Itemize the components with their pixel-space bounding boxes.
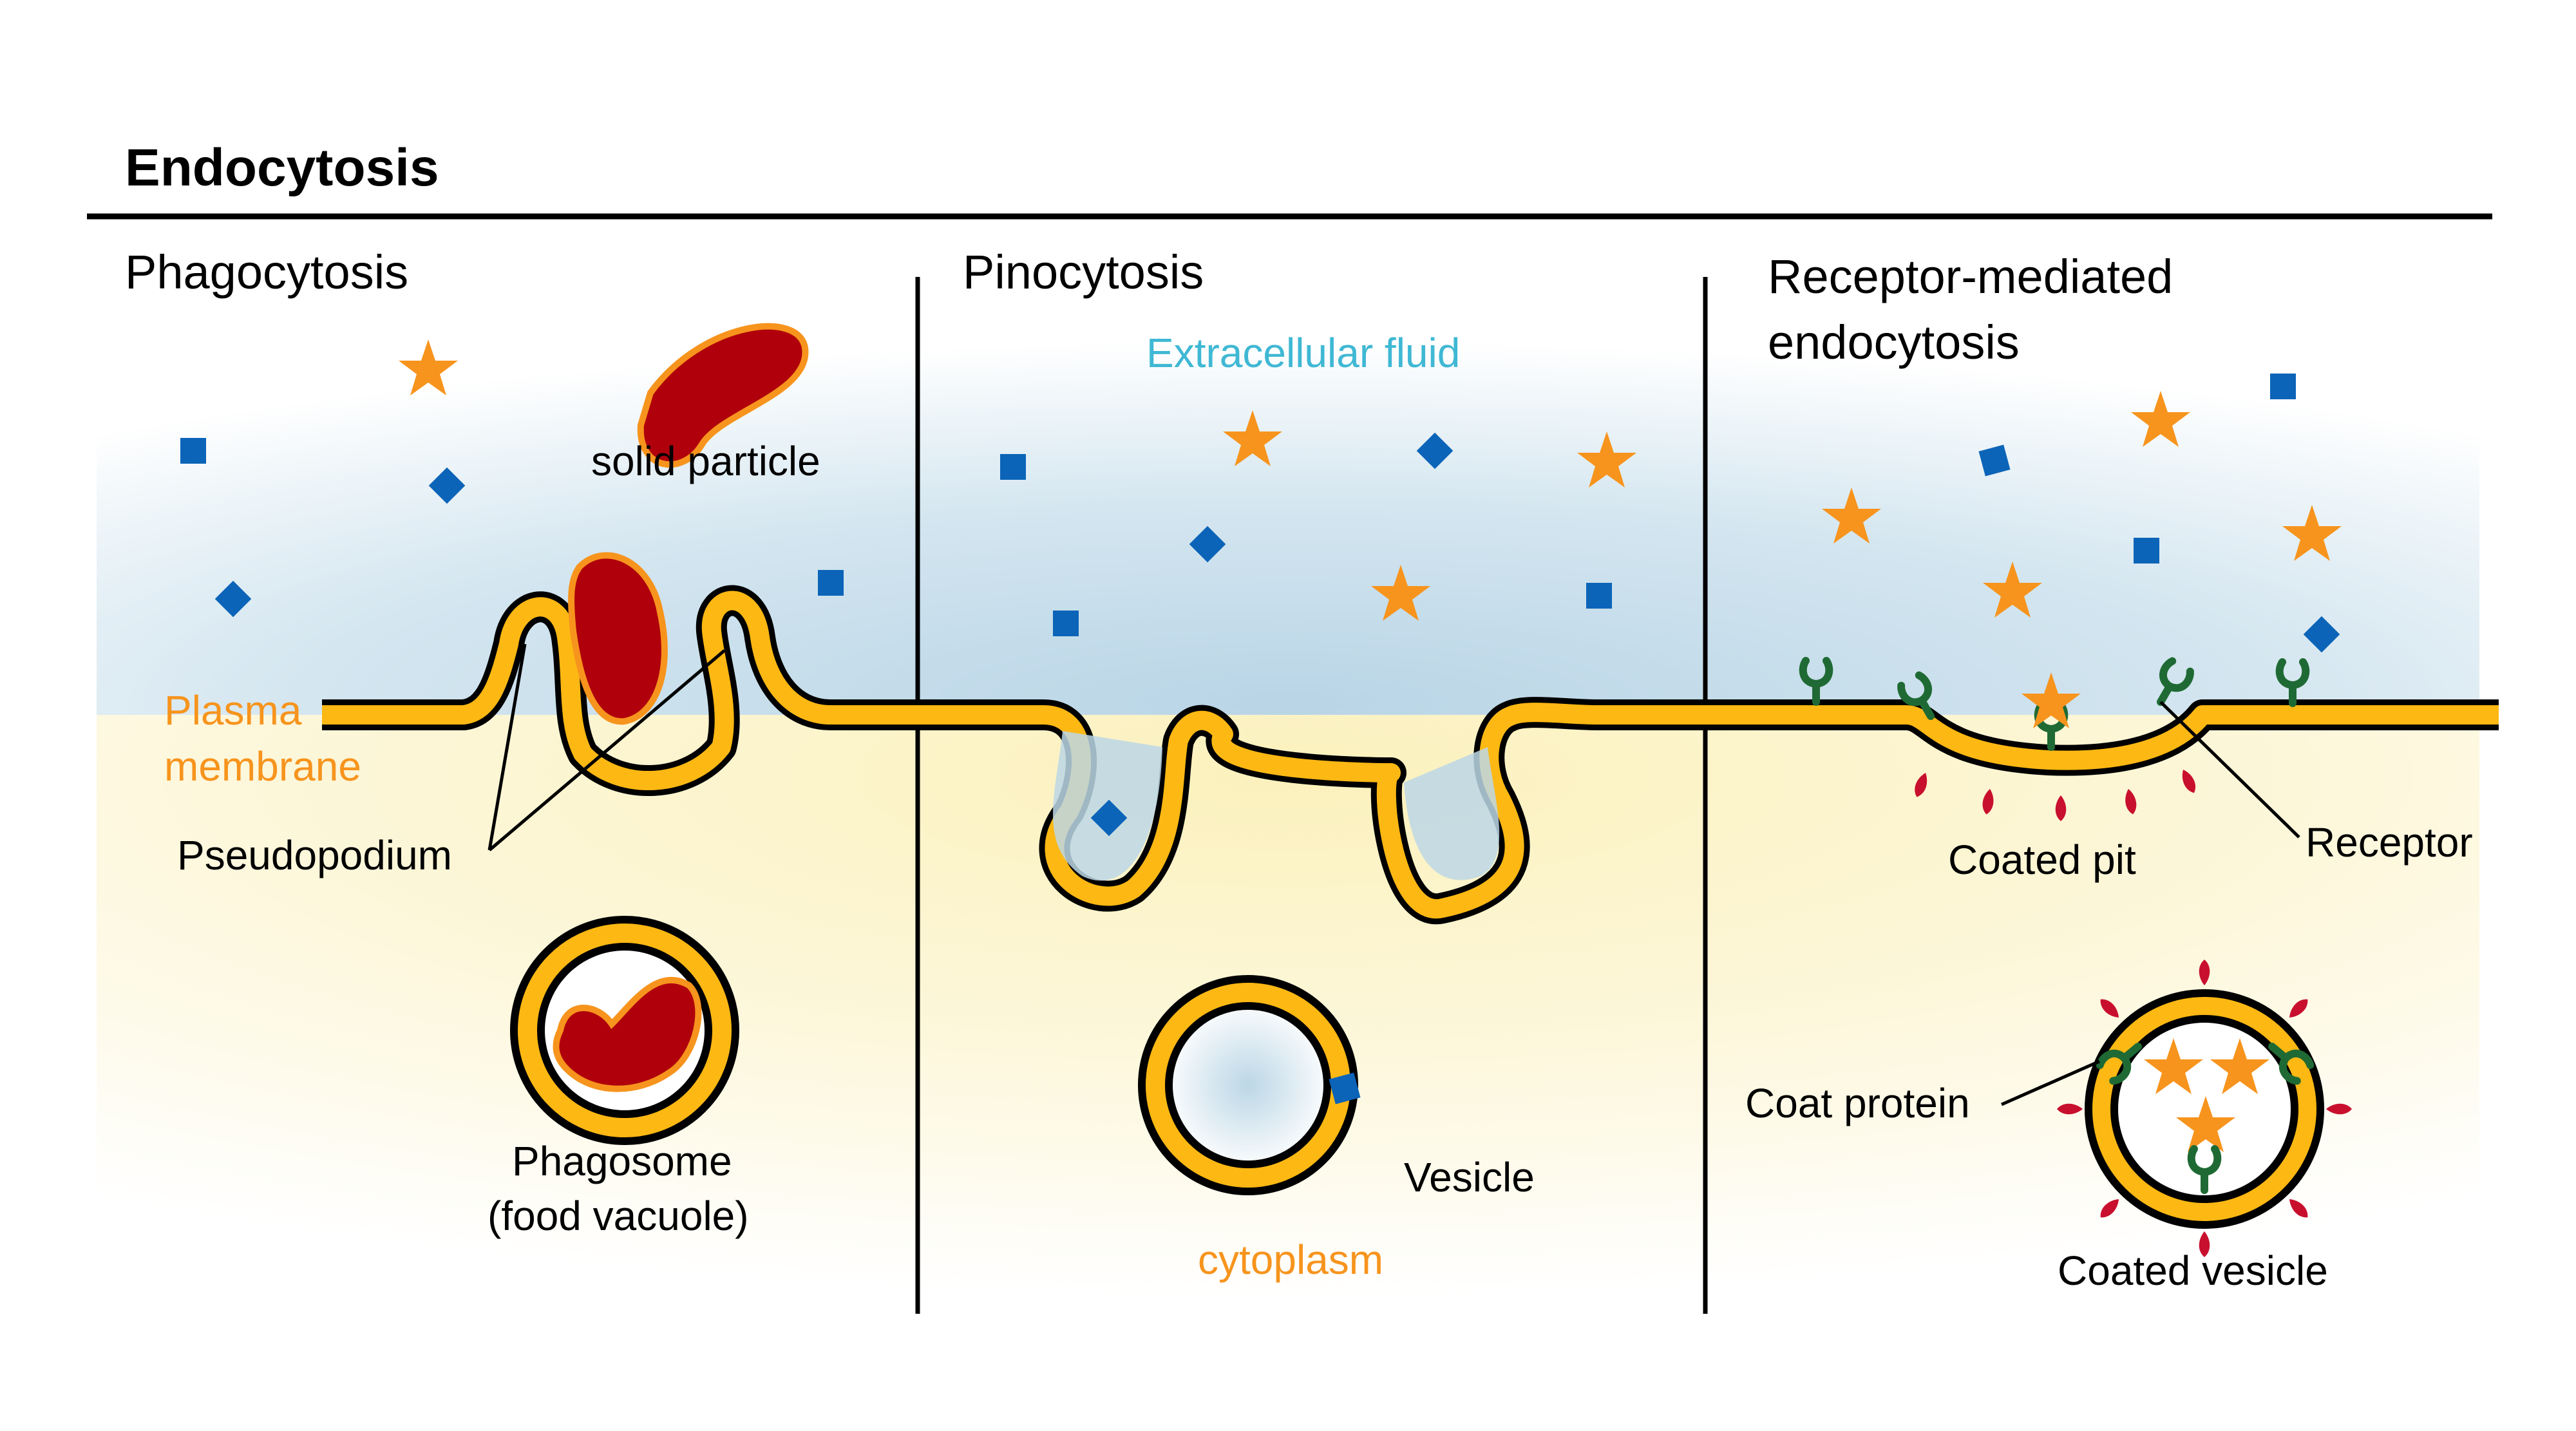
diagram-title: Endocytosis <box>125 138 439 197</box>
square-molecule <box>1000 454 1026 480</box>
square-molecule <box>818 570 844 596</box>
square-molecule <box>1586 583 1612 609</box>
label-coated-vesicle: Coated vesicle <box>2058 1247 2328 1294</box>
label-phagosome-line1: Phagosome <box>512 1138 732 1184</box>
label-vesicle: Vesicle <box>1404 1154 1535 1200</box>
coated-vesicle <box>2057 960 2352 1257</box>
label-plasma-membrane-line2: membrane <box>164 743 361 790</box>
heading-phagocytosis: Phagocytosis <box>125 245 408 299</box>
receptor-pointer-line <box>2159 701 2300 839</box>
pseudopodium-pointer-lines <box>488 643 726 851</box>
label-solid-particle: solid particle <box>591 438 820 484</box>
solid-particle-free <box>637 323 809 468</box>
plasma-membrane <box>322 585 2499 925</box>
label-phagosome-line2: (food vacuole) <box>488 1193 749 1239</box>
pinocytosis-pocket-right <box>1404 747 1500 880</box>
heading-receptor-line2: endocytosis <box>1768 316 2020 369</box>
phagosome <box>510 916 739 1145</box>
heading-pinocytosis: Pinocytosis <box>963 245 1204 299</box>
label-plasma-membrane-line1: Plasma <box>164 687 302 734</box>
label-receptor: Receptor <box>2306 819 2473 866</box>
square-molecule <box>1053 611 1079 636</box>
label-coat-protein: Coat protein <box>1745 1080 1970 1126</box>
square-molecule <box>2270 374 2296 399</box>
coat-protein-pointer-line <box>2000 1059 2101 1106</box>
square-molecule <box>180 438 206 464</box>
label-pseudopodium: Pseudopodium <box>177 832 452 878</box>
solid-particle-engulfed <box>568 552 668 725</box>
pinocytic-vesicle <box>1138 975 1361 1195</box>
label-extracellular-fluid: Extracellular fluid <box>1146 330 1460 376</box>
label-cytoplasm: cytoplasm <box>1198 1237 1383 1283</box>
square-molecule <box>2134 538 2159 564</box>
label-coated-pit: Coated pit <box>1948 837 2136 883</box>
heading-receptor-line1: Receptor-mediated <box>1768 250 2173 303</box>
